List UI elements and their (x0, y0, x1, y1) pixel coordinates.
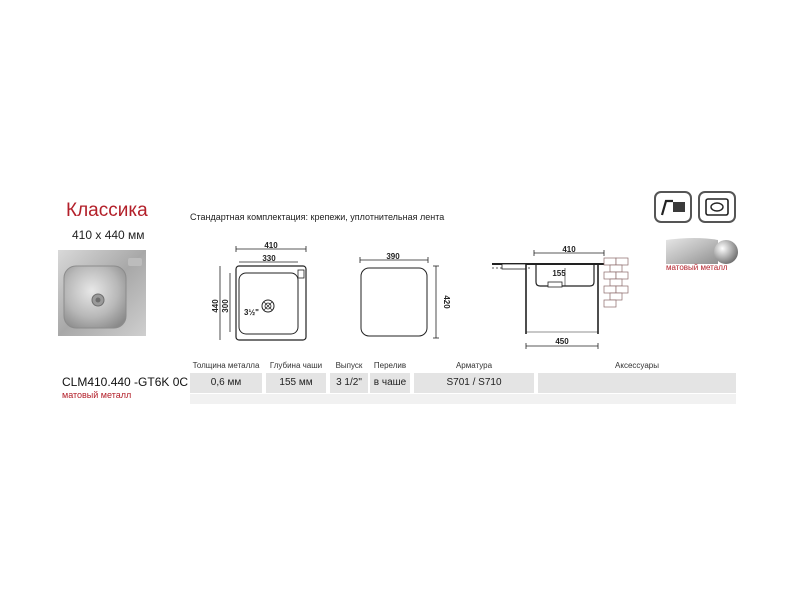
dim-section-depth: 155 (552, 269, 566, 278)
dim-section-top-width: 410 (562, 245, 576, 254)
dim-outer-height: 440 (211, 299, 220, 313)
product-size: 410 x 440 мм (72, 228, 145, 242)
dim-drain: 3½" (244, 308, 259, 317)
standard-kit-text: Стандартная комплектация: крепежи, уплот… (190, 212, 445, 222)
cell-overflow: в чаше (370, 373, 410, 393)
dim-cutout-height: 420 (442, 295, 451, 309)
top-view-drawing: 410 330 440 300 3½" (211, 241, 307, 341)
finish-swatch (666, 238, 738, 264)
dim-cutout-width: 390 (386, 252, 400, 261)
finish-swatch-label: матовый металл (666, 263, 728, 272)
cell-accessories (538, 373, 736, 393)
header-overflow: Перелив (373, 361, 407, 370)
cell-depth: 155 мм (266, 373, 326, 393)
table-underline (190, 394, 736, 404)
header-fittings: Арматура (455, 361, 493, 370)
section-drawing: 410 155 450 (492, 245, 629, 349)
sink-top-icon (698, 191, 736, 223)
model-code: CLM410.440 -GT6K 0C (62, 375, 189, 389)
model-finish: матовый металл (62, 390, 132, 400)
dim-outer-width: 410 (264, 241, 278, 250)
dim-inner-height: 300 (221, 299, 230, 313)
header-outlet: Выпуск (335, 361, 363, 370)
product-photo (58, 250, 146, 336)
cell-thickness: 0,6 мм (190, 373, 262, 393)
overlay-mount-icon (654, 191, 692, 223)
header-depth: Глубина чаши (269, 361, 323, 370)
cutout-drawing: 390 420 (359, 252, 451, 339)
header-accessories: Аксессуары (615, 361, 659, 370)
cell-fittings: S701 / S710 (414, 373, 534, 393)
product-title: Классика (66, 200, 148, 221)
cell-outlet: 3 1/2" (330, 373, 368, 393)
header-thickness: Толщина металла (192, 361, 260, 370)
dim-inner-width: 330 (262, 254, 276, 263)
dim-cabinet-width: 450 (555, 337, 569, 346)
